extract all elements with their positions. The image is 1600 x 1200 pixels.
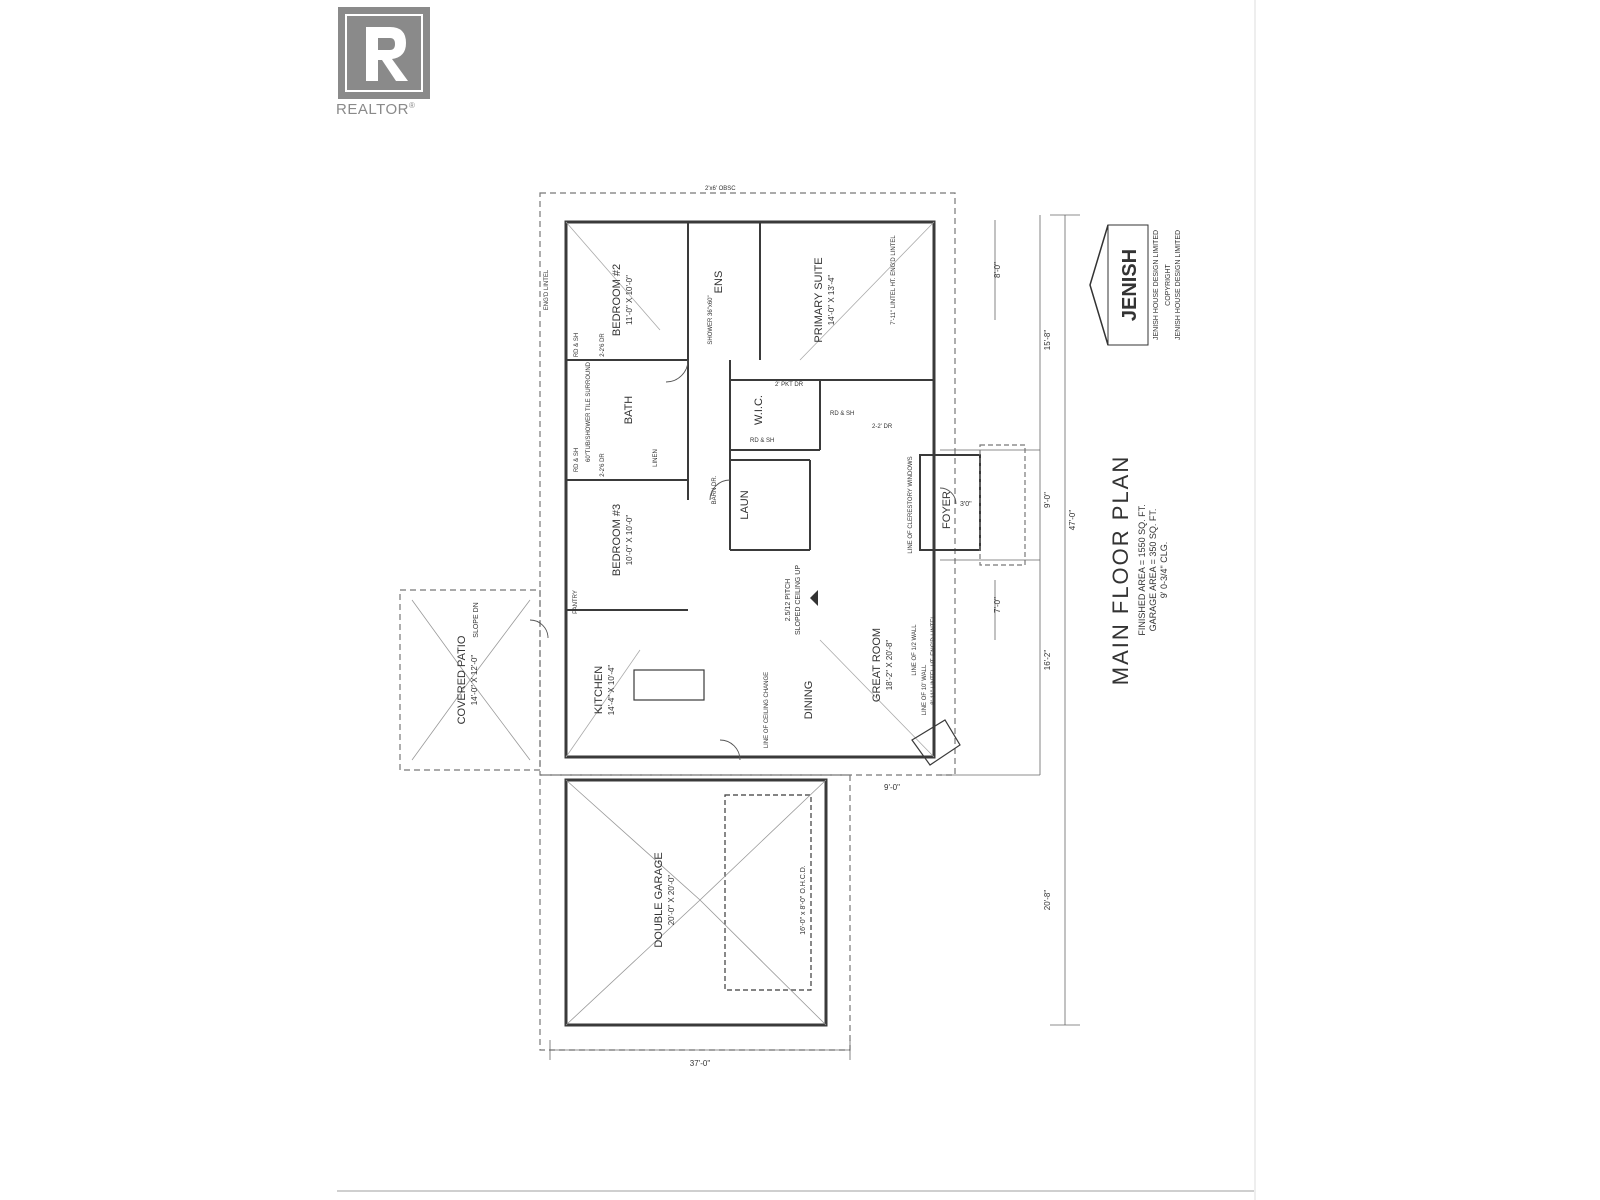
room-double-garage-size: 20'-0" X 20'-0" <box>667 875 676 926</box>
room-great-room-name: GREAT ROOM <box>871 628 883 702</box>
note-rd-sh-3: RD & SH <box>750 438 774 444</box>
room-great-room-size: 18'-2" X 20'-8" <box>885 640 894 691</box>
plan-note-garage: GARAGE AREA = 350 SQ. FT. <box>1148 509 1158 632</box>
note-dr-22: 2-2' DR <box>872 424 893 430</box>
garage-wall <box>564 778 828 1027</box>
dim-inner-1: 8'-0" <box>993 262 1002 278</box>
registered-mark: ® <box>408 101 416 110</box>
note-barn-dr: BARN DR. <box>712 475 718 504</box>
note-shower: SHOWER 36"x60" <box>708 295 714 344</box>
room-kitchen-name: KITCHEN <box>593 666 605 714</box>
dim-overall-right: 47'-0" <box>1068 510 1077 531</box>
bottom-divider <box>337 1190 1255 1192</box>
note-garage-door: 16'-0" x 8'-0" O.H.C.D. <box>800 865 807 935</box>
roof-outline <box>539 192 956 776</box>
note-slope-dn: SLOPE DN <box>473 602 480 637</box>
dim-porch: 9'-0" <box>884 783 900 792</box>
note-engd-lintel: ENG'D LINTEL <box>544 269 550 310</box>
room-bedroom3-size: 10'-0" X 10'-0" <box>625 515 634 566</box>
realtor-wordmark: REALTOR® <box>336 101 415 118</box>
jenish-brand: JENISH <box>1119 249 1141 321</box>
jenish-logo-icon: JENISH <box>1089 224 1149 346</box>
note-lintel-2: 8'-11" LINTEL HT. ENG'D LINTEL <box>931 615 937 705</box>
room-ensuite: ENS <box>713 271 725 294</box>
note-rd-sh-1: RD & SH <box>574 333 580 357</box>
note-half-wall: LINE OF 1/2 WALL <box>912 624 918 676</box>
room-foyer: FOYER <box>941 491 953 529</box>
room-primary-suite-size: 14'-0" X 13'-4" <box>827 275 836 326</box>
fireplace <box>911 719 961 766</box>
note-ten-ft-wall: LINE OF 10' WALL <box>922 664 928 715</box>
room-double-garage-name: DOUBLE GARAGE <box>653 852 665 947</box>
note-dr-26-1: 2-2'6 DR <box>600 333 606 357</box>
plan-title: MAIN FLOOR PLAN <box>1108 455 1133 685</box>
realtor-wordmark-text: REALTOR <box>336 101 409 118</box>
note-pkt-dr: 2' PKT DR <box>775 382 804 388</box>
note-dr-26-2: 2-2'6 DR <box>600 453 606 477</box>
room-dining: DINING <box>803 681 815 720</box>
note-pantry: PANTRY <box>573 590 579 614</box>
kitchen-island <box>633 669 705 701</box>
room-bath: BATH <box>623 396 635 425</box>
dim-bottom: 37'-0" <box>690 1059 711 1068</box>
realtor-logo-icon <box>338 7 430 99</box>
room-covered-patio-name: COVERED PATIO <box>456 635 468 724</box>
room-bedroom3-name: BEDROOM #3 <box>611 504 623 576</box>
note-sloped-ceiling-text: SLOPED CEILING UP <box>795 565 802 635</box>
room-bedroom2-size: 11'-0" X 10'-0" <box>625 275 634 325</box>
patio-outline <box>399 589 541 771</box>
room-wic: W.I.C. <box>753 395 765 425</box>
note-rd-sh-4: RD & SH <box>574 448 580 472</box>
dim-foyer-door: 3'0" <box>960 501 972 508</box>
plan-note-ceiling: 9' 0-3/4" CLG. <box>1159 542 1169 598</box>
dim-right-4: 20'-8" <box>1043 890 1052 911</box>
slope-arrow-icon <box>810 590 818 606</box>
room-bedroom2-name: BEDROOM #2 <box>611 264 623 336</box>
room-laundry: LAUN <box>739 490 751 519</box>
garage-door <box>724 794 812 991</box>
room-kitchen-size: 14'-4" X 10'-4" <box>607 665 616 716</box>
note-pitch: 2.5/12 PITCH <box>785 579 792 621</box>
plan-note-finished: FINISHED AREA = 1550 SQ. FT. <box>1137 504 1147 635</box>
room-covered-patio-size: 14'-0" X 12'-0" <box>470 655 479 706</box>
dim-right-3: 16'-2" <box>1043 650 1052 671</box>
porch-outline <box>979 444 1026 566</box>
designer-name: JENISH HOUSE DESIGN LIMITED <box>1153 230 1160 340</box>
dim-right-2: 9'-0" <box>1043 492 1052 508</box>
note-ceiling-change: LINE OF CEILING CHANGE <box>764 672 770 748</box>
dim-right-1: 15'-8" <box>1043 330 1052 351</box>
note-rd-sh-2: RD & SH <box>830 411 854 417</box>
dim-inner-2: 7'-0" <box>993 597 1002 613</box>
note-clerestory: LINE OF CLERESTORY WINDOWS <box>908 456 914 553</box>
note-linen: LINEN <box>653 449 659 467</box>
note-tile-surround: 60"TUB/SHOWER TILE SURROUND <box>586 361 592 462</box>
room-primary-suite-name: PRIMARY SUITE <box>813 257 825 342</box>
designer-copyright-holder: JENISH HOUSE DESIGN LIMITED <box>1175 230 1182 340</box>
note-obsc: 2'x6' OBSC <box>705 186 736 192</box>
right-divider <box>1254 0 1256 1200</box>
designer-copyright-label: COPYRIGHT <box>1165 263 1172 305</box>
note-lintel-1: 7'-11" LINTEL HT. ENG'D LINTEL <box>891 235 897 325</box>
